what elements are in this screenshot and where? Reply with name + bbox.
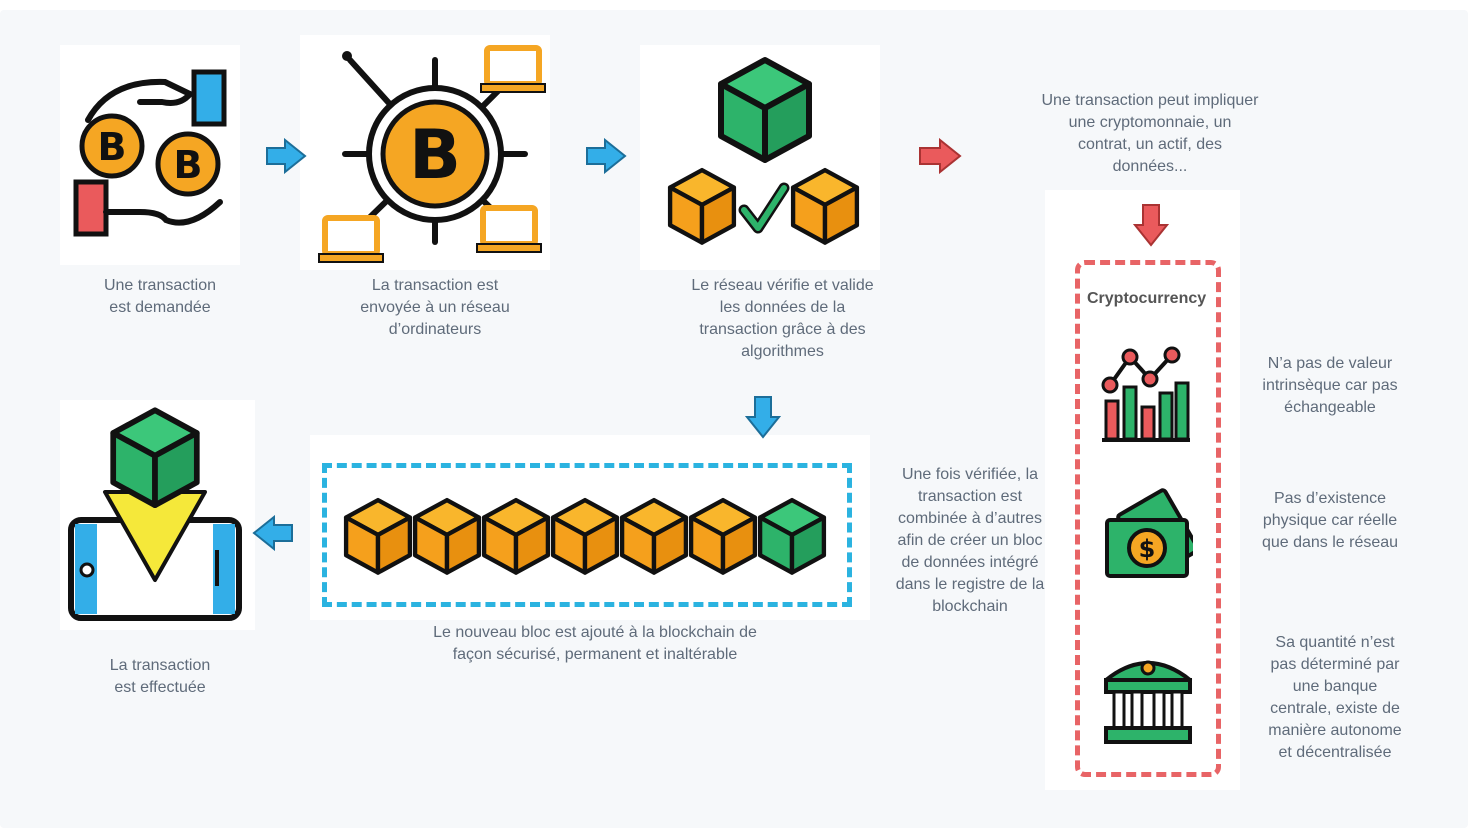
arrow-left-icon — [252, 515, 294, 551]
svg-text:B: B — [409, 116, 461, 195]
money-icon: $ — [1103, 488, 1193, 583]
block-validation-icon — [660, 52, 865, 262]
hands-bitcoin-icon: B B — [70, 62, 230, 247]
step-2-caption: La transaction est envoyée à un réseau d… — [360, 277, 510, 338]
arrow-down-icon — [745, 395, 781, 439]
arrow-right-icon — [585, 138, 627, 174]
arrow-right-icon — [265, 138, 307, 174]
step-3-caption: Le réseau vérifie et valide les données … — [691, 277, 874, 360]
transaction-note: Une transaction peut impliquer une crypt… — [1041, 92, 1259, 175]
mobile-block-icon — [65, 400, 245, 625]
step-6-caption: La transaction est effectuée — [109, 657, 211, 696]
svg-text:B: B — [98, 125, 127, 169]
step-1-caption: Une transaction est demandée — [103, 277, 217, 316]
arrow-down-icon — [1133, 203, 1169, 247]
cryptocurrency-box — [1075, 260, 1221, 777]
chart-icon — [1100, 345, 1192, 445]
cryptocurrency-label: Cryptocurrency — [1087, 290, 1207, 307]
crypto-feature-quantity: Sa quantité n’est pas déterminé par une … — [1268, 634, 1402, 761]
step-5-caption: Le nouveau bloc est ajouté à la blockcha… — [433, 624, 757, 663]
arrow-right-icon — [918, 138, 962, 174]
bank-icon — [1100, 648, 1196, 748]
crypto-feature-value: N’a pas de valeur intrinsèque car pas éc… — [1262, 355, 1398, 416]
svg-text:B: B — [174, 143, 203, 187]
new-block-box — [322, 463, 852, 607]
step-4-caption: Une fois vérifiée, la transaction est co… — [895, 466, 1045, 615]
blockchain-cube-icon — [340, 488, 835, 578]
bitcoin-network-icon: B — [315, 42, 550, 267]
crypto-feature-physical: Pas d’existence physique car réelle que … — [1261, 490, 1399, 551]
svg-text:$: $ — [1139, 535, 1156, 563]
